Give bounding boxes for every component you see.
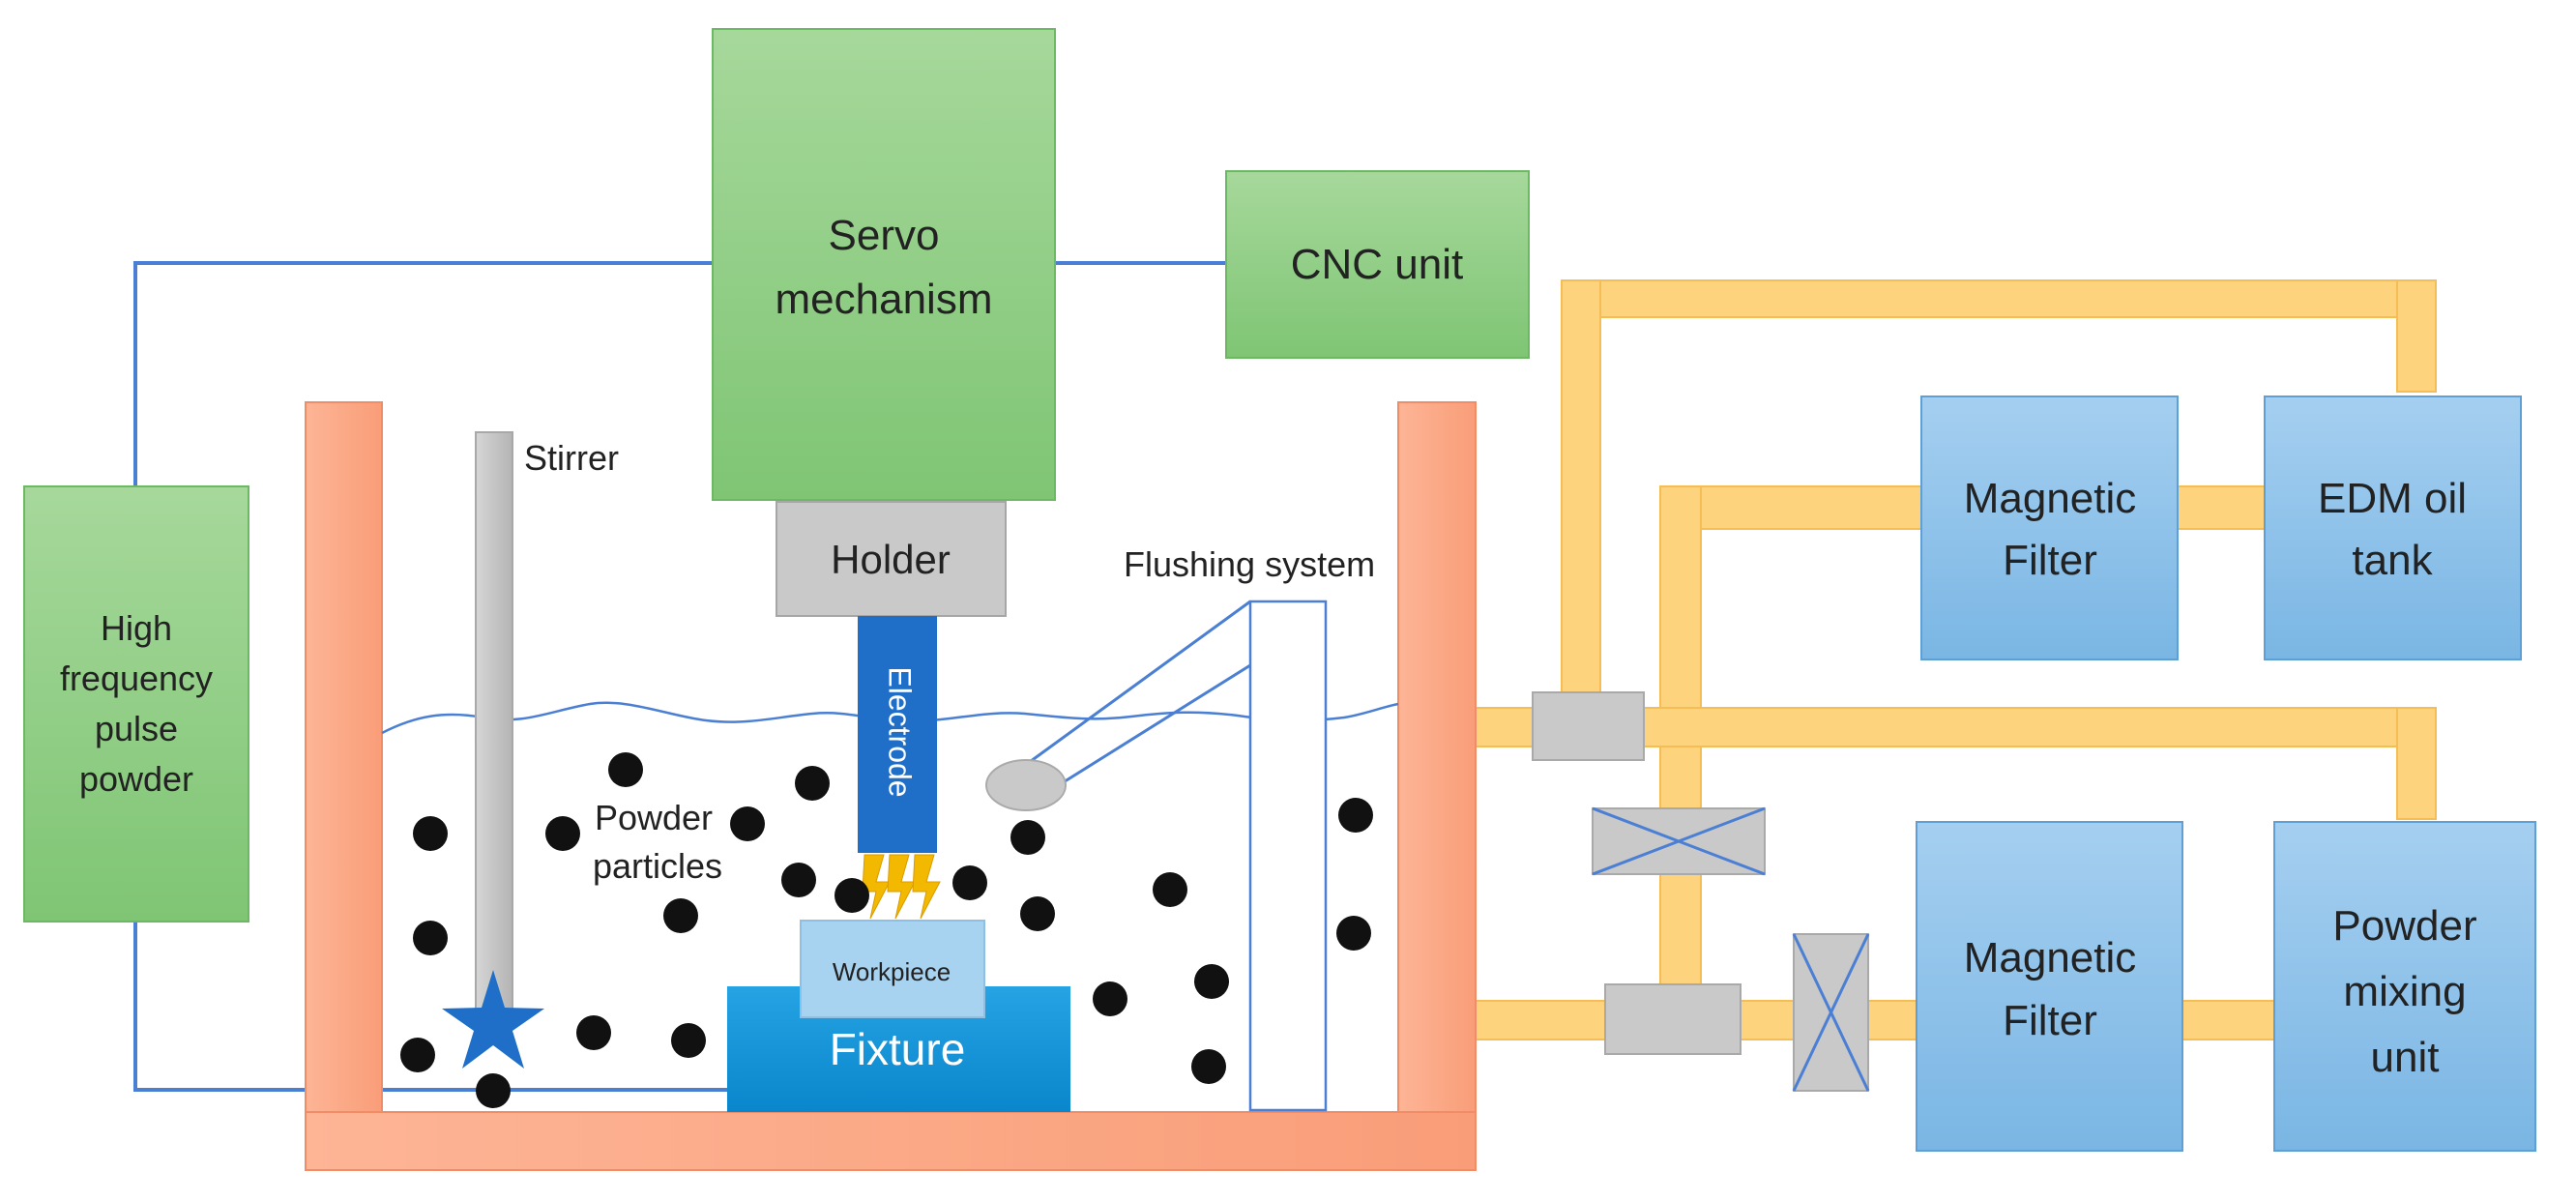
magnetic-filter-top-box	[1920, 395, 2179, 660]
labels: Servo mechanism CNC unit Holder Electrod…	[60, 212, 2477, 1081]
cnc-label: CNC unit	[1291, 241, 1464, 288]
pipe-tank-outlet-top	[1474, 707, 1534, 747]
flushing-lines	[1026, 600, 1251, 790]
mixing-label-line2: mixing	[2343, 968, 2466, 1015]
pipe-valve-to-filter	[1867, 1000, 1917, 1040]
particle	[781, 863, 816, 897]
stirrer-shaft	[475, 431, 513, 1015]
particle	[1020, 896, 1055, 931]
servo-label-line1: Servo	[829, 212, 940, 259]
pulse-label-line1: High	[101, 608, 172, 648]
flushing-column	[1248, 600, 1328, 1112]
pipe-top-horizontal	[1561, 279, 2406, 318]
oil-tank-label-line2: tank	[2352, 537, 2433, 584]
particle	[545, 816, 580, 851]
particle	[413, 816, 448, 851]
particle	[1010, 820, 1045, 855]
powder-particles-label-line1: Powder	[595, 798, 713, 837]
tank-bottom	[305, 1111, 1477, 1171]
particle	[400, 1038, 435, 1072]
particle	[1338, 798, 1373, 833]
servo-label-line2: mechanism	[776, 276, 993, 323]
tank-right-wall	[1397, 401, 1477, 1171]
powder-mixing-unit-box	[2273, 821, 2536, 1152]
pipe-filter-to-oil-tank	[2177, 485, 2266, 530]
pipe-top-right-vertical	[2396, 279, 2437, 393]
dielectric-tank	[305, 401, 1477, 1171]
pipe-middle-horizontal	[1643, 707, 2437, 747]
pulse-label-line2: frequency	[60, 659, 213, 698]
electrode	[858, 616, 937, 853]
wire-pulse-to-fixture	[133, 922, 727, 1092]
edm-oil-tank-box	[2264, 395, 2522, 660]
workpiece-box	[800, 920, 985, 1018]
particle	[608, 752, 643, 787]
mixing-label-line1: Powder	[2332, 902, 2476, 950]
pipe-middle-right-vertical	[2396, 707, 2437, 820]
particle	[1191, 1049, 1226, 1084]
powder-particles	[400, 752, 1373, 1108]
holder-label: Holder	[831, 537, 951, 582]
stirrer-label: Stirrer	[524, 438, 619, 478]
junction-top	[1532, 691, 1645, 761]
pulse-label-line4: powder	[79, 759, 193, 799]
particle	[1093, 981, 1127, 1016]
tank-left-wall	[305, 401, 383, 1171]
pulse-label-line3: pulse	[95, 709, 178, 748]
particle	[671, 1023, 706, 1058]
control-wires	[133, 261, 1226, 1092]
mixing-label-line3: unit	[2371, 1034, 2440, 1081]
wire-pulse-to-servo	[133, 261, 713, 486]
oil-tank-label-line1: EDM oil	[2318, 475, 2467, 522]
x-valve-vertical	[1792, 933, 1870, 1092]
particle	[476, 1073, 511, 1108]
particle	[834, 878, 869, 913]
mag-filter-top-label-line2: Filter	[2003, 537, 2097, 584]
lightning-icon	[862, 854, 941, 920]
pulse-powder-box	[23, 485, 249, 923]
junction-blocks	[1532, 691, 1742, 1055]
pipe-filter-to-mixing	[2181, 1000, 2275, 1040]
pipe-tank-outlet-bottom	[1474, 1000, 1606, 1040]
particle	[663, 898, 698, 933]
particle	[1194, 964, 1229, 999]
particle	[1153, 872, 1187, 907]
flushing-label: Flushing system	[1124, 544, 1375, 584]
pipe-bottom-to-valve	[1740, 1000, 1795, 1040]
particle	[413, 921, 448, 955]
star-icon	[442, 970, 544, 1069]
junction-bottom	[1604, 983, 1742, 1055]
particle	[1336, 916, 1371, 951]
electrode-label: Electrode	[883, 666, 918, 797]
fixture-label: Fixture	[830, 1024, 966, 1074]
magnetic-filter-bottom-box	[1916, 821, 2183, 1152]
powder-particles-label-line2: particles	[593, 846, 722, 886]
workpiece-label: Workpiece	[833, 957, 951, 986]
holder-box	[776, 501, 1007, 617]
mag-filter-top-label-line1: Magnetic	[1964, 475, 2137, 522]
servo-mechanism-box	[712, 28, 1056, 501]
mag-filter-bottom-label-line1: Magnetic	[1964, 934, 2137, 981]
cnc-unit-box	[1225, 170, 1530, 359]
x-valve-horizontal	[1592, 806, 1766, 876]
particle	[576, 1015, 611, 1050]
particle	[730, 806, 765, 841]
particle	[952, 865, 987, 900]
pipe-top-left-vertical	[1561, 279, 1601, 697]
particle	[795, 766, 830, 801]
flushing-nozzle	[985, 759, 1067, 811]
mag-filter-bottom-label-line2: Filter	[2003, 997, 2097, 1044]
